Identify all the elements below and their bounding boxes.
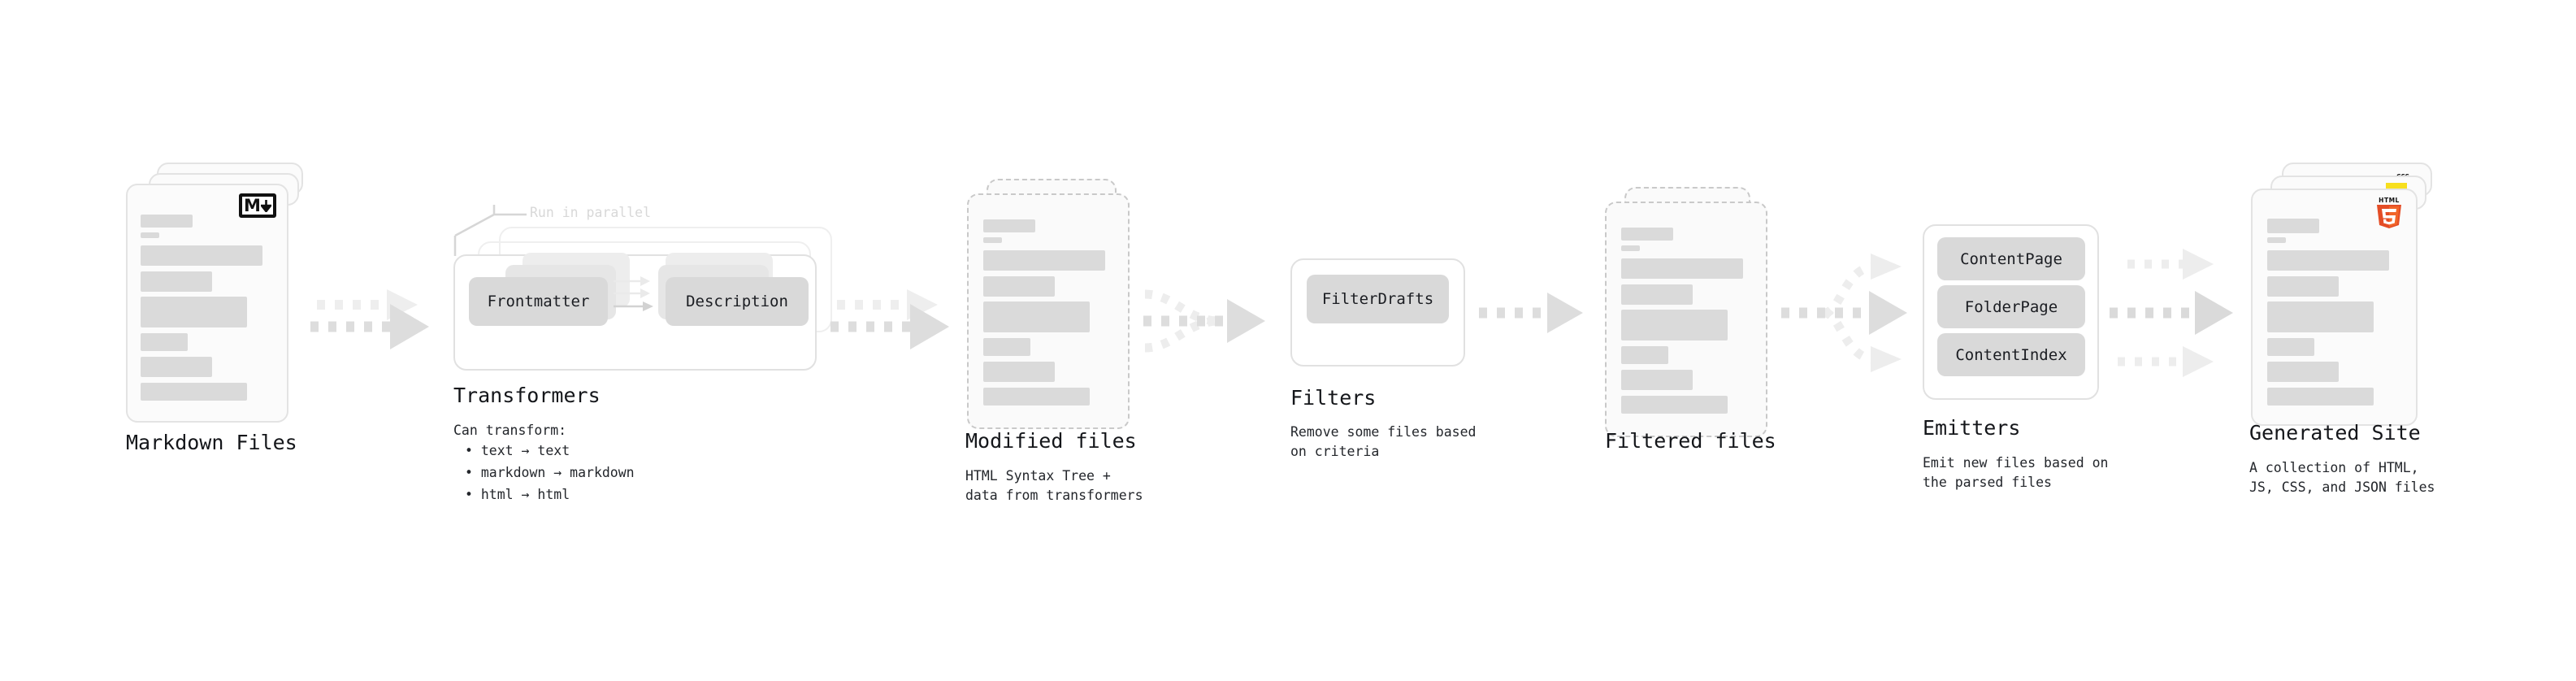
markdown-files-title: Markdown Files <box>126 431 297 454</box>
arrow-filtered-to-emitters <box>1781 254 1907 372</box>
doc-bar <box>1621 346 1668 364</box>
doc-bar <box>2267 301 2374 332</box>
modified-files-title: Modified files <box>965 429 1137 453</box>
doc-bar <box>2267 362 2339 382</box>
arrow-transformers-to-modified <box>830 289 949 349</box>
doc-bar <box>2267 237 2286 243</box>
arrow-markdown-to-transformers <box>310 289 429 349</box>
markdown-badge-letter: M <box>244 196 261 215</box>
chip-folderpage[interactable]: FolderPage <box>1937 285 2085 328</box>
doc-bar <box>141 357 212 377</box>
doc-bar <box>983 276 1055 297</box>
chip-description-label: Description <box>686 293 788 310</box>
doc-bar <box>141 383 247 401</box>
emitters-subtitle-1: Emit new files based on <box>1923 455 2109 471</box>
doc-bar <box>1621 310 1728 340</box>
doc-bar <box>1621 228 1673 241</box>
doc-bar <box>2267 250 2389 271</box>
filters-subtitle-1: Remove some files based <box>1290 424 1477 440</box>
doc-bar <box>141 215 193 228</box>
generated-site-title: Generated Site <box>2249 421 2421 445</box>
doc-bar <box>141 232 159 238</box>
generated-card-front: HTML <box>2251 189 2418 426</box>
chip-description[interactable]: Description <box>666 277 809 326</box>
modified-card-content <box>969 195 1128 427</box>
chip-contentpage-label: ContentPage <box>1960 249 2062 268</box>
modified-files-subtitle-1: HTML Syntax Tree + <box>965 468 1111 484</box>
arrow-emitters-to-site <box>2110 249 2233 377</box>
generated-site-stack: CSS JS HTML <box>2251 163 2438 431</box>
svg-text:HTML: HTML <box>2379 197 2400 204</box>
doc-bar <box>1621 396 1728 414</box>
doc-bar <box>2267 338 2314 356</box>
transformers-bullet-1: • text → text <box>465 443 570 458</box>
modified-files-stack <box>967 179 1146 439</box>
markdown-icon: M <box>239 193 276 218</box>
doc-bar <box>983 362 1055 382</box>
arrow-filters-to-filtered <box>1479 293 1583 333</box>
markdown-down-arrow-icon <box>260 199 271 212</box>
modified-files-subtitle-2: data from transformers <box>965 488 1143 503</box>
filtered-card-content <box>1607 203 1766 436</box>
transformers-subtitle: Can transform: <box>453 423 567 438</box>
doc-bar <box>141 333 188 351</box>
doc-bar <box>983 388 1090 406</box>
doc-bar <box>141 271 212 292</box>
generated-site-subtitle-2: JS, CSS, and JSON files <box>2249 479 2435 495</box>
emitters-subtitle-2: the parsed files <box>1923 475 2052 490</box>
generated-card-content <box>2253 190 2416 424</box>
doc-bar <box>1621 245 1640 251</box>
chip-frontmatter-label: Frontmatter <box>487 293 590 310</box>
doc-bar <box>983 219 1035 232</box>
filters-title: Filters <box>1290 386 1377 410</box>
doc-bar <box>141 297 247 327</box>
chip-folderpage-label: FolderPage <box>1964 297 2058 316</box>
doc-bar <box>983 250 1105 271</box>
emitters-title: Emitters <box>1923 416 2021 440</box>
chip-contentpage[interactable]: ContentPage <box>1937 237 2085 280</box>
run-in-parallel-label: Run in parallel <box>530 205 652 220</box>
transformers-title: Transformers <box>453 384 601 407</box>
html5-icon: HTML <box>2377 197 2401 228</box>
chip-contentindex[interactable]: ContentIndex <box>1937 333 2085 376</box>
filtered-files-stack <box>1605 187 1784 447</box>
generated-site-subtitle-1: A collection of HTML, <box>2249 460 2419 475</box>
doc-bar <box>141 245 262 266</box>
doc-bar <box>1621 258 1743 279</box>
markdown-files-stack: M <box>126 163 305 423</box>
chip-frontmatter[interactable]: Frontmatter <box>469 277 608 326</box>
chip-filterdrafts[interactable]: FilterDrafts <box>1307 275 1449 323</box>
arrow-modified-to-filters <box>1143 289 1265 353</box>
markdown-card-front: M <box>126 184 288 423</box>
run-in-parallel-bracket <box>453 205 527 256</box>
doc-bar <box>1621 284 1693 305</box>
doc-bar <box>2267 219 2319 233</box>
chip-contentindex-label: ContentIndex <box>1955 345 2067 364</box>
doc-bar <box>1621 370 1693 390</box>
doc-bar <box>2267 388 2374 406</box>
transformer-inner-arrows <box>614 276 653 311</box>
doc-bar <box>983 301 1090 332</box>
chip-filterdrafts-label: FilterDrafts <box>1321 290 1434 308</box>
transformers-bullet-3: • html → html <box>465 487 570 502</box>
filters-subtitle-2: on criteria <box>1290 444 1380 459</box>
doc-bar <box>983 237 1002 243</box>
filtered-card-front <box>1605 202 1767 437</box>
transformers-bullet-2: • markdown → markdown <box>465 465 635 480</box>
markdown-card-content <box>128 185 287 421</box>
doc-bar <box>983 338 1030 356</box>
filtered-files-title: Filtered files <box>1605 429 1776 453</box>
doc-bar <box>2267 276 2339 297</box>
modified-card-front <box>967 193 1130 429</box>
